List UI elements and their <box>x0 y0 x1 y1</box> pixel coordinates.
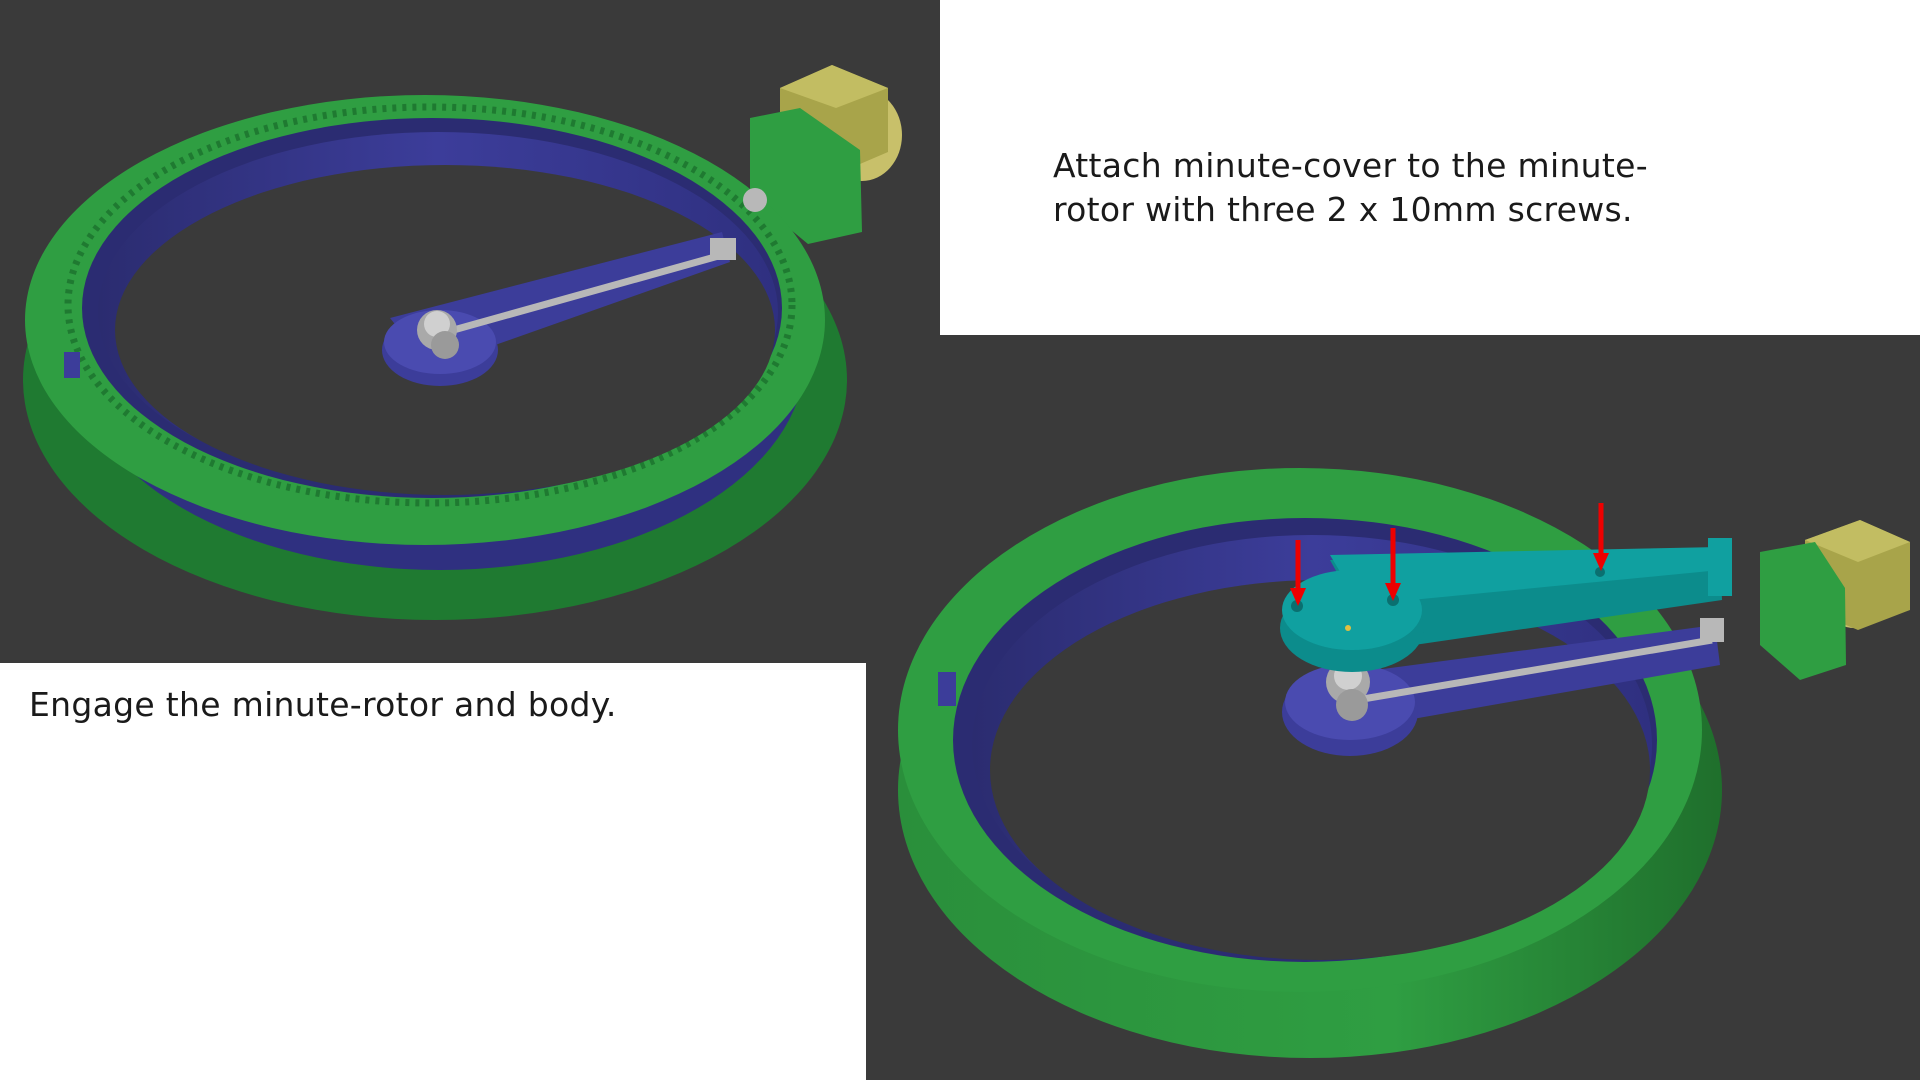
screw-location-arrow <box>1385 528 1401 601</box>
instruction-panel-top: Attach minute-cover to the minute-rotor … <box>940 0 1920 335</box>
instruction-panel-bottom <box>0 663 866 1080</box>
render-cover-attached <box>898 468 1910 1058</box>
render-engaged-rotor <box>23 65 902 620</box>
minute-cover <box>1280 538 1732 672</box>
engage-rotor-caption: Engage the minute-rotor and body. <box>29 685 617 724</box>
minute-rotor-arm <box>382 232 736 386</box>
motor-unit-2 <box>1760 520 1910 680</box>
attach-cover-caption: Attach minute-cover to the minute-rotor … <box>1053 146 1648 229</box>
minute-rotor-arm-2 <box>1282 618 1724 756</box>
motor-unit <box>750 65 902 244</box>
screw-location-arrow <box>1290 540 1306 606</box>
screw-location-arrow <box>1593 503 1609 571</box>
